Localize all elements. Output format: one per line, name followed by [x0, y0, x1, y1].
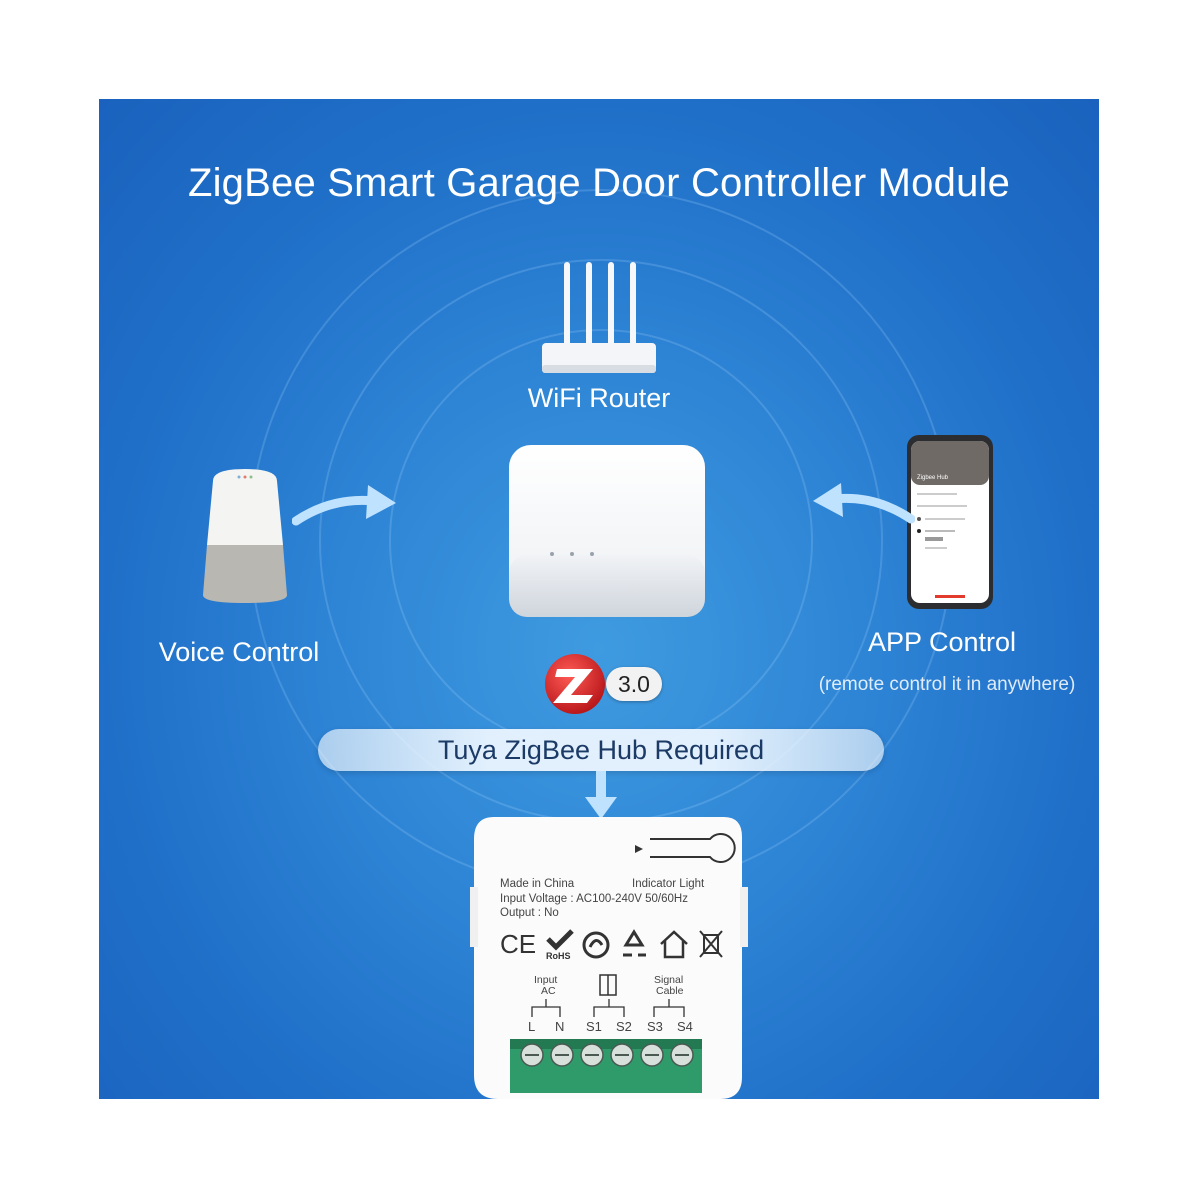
smart-speaker-icon — [203, 469, 287, 603]
signal-cable-label-2: Cable — [656, 985, 684, 997]
made-in-text: Made in China — [500, 878, 575, 890]
relay-symbol-icon — [599, 974, 617, 996]
terminal-label-s1: S1 — [586, 1019, 602, 1034]
home-icon — [660, 930, 688, 959]
arrow-right-icon — [292, 485, 396, 526]
hub-required-label: Tuya ZigBee Hub Required — [437, 735, 765, 765]
arrow-left-icon — [813, 483, 915, 524]
hub-required-banner: Tuya ZigBee Hub Required — [318, 729, 884, 771]
terminal-screws — [520, 1043, 694, 1067]
page-title: ZigBee Smart Garage Door Controller Modu… — [187, 161, 1011, 205]
zigbee-hub-image — [509, 445, 705, 617]
input-ac-label-2: AC — [541, 985, 556, 997]
banner-panel: ZigBee Smart Garage Door Controller Modu… — [99, 99, 1099, 1099]
green-dot-icon — [582, 931, 610, 959]
terminal-label-s2: S2 — [616, 1019, 632, 1034]
zigbee-logo-icon — [545, 654, 605, 714]
arrow-down-icon — [585, 771, 617, 819]
app-control-label: APP Control — [867, 627, 1017, 657]
smartphone-app-icon: Zigbee Hub — [907, 435, 993, 609]
module-body — [470, 817, 748, 1099]
recycle-icon — [623, 929, 646, 957]
terminal-label-s3: S3 — [647, 1019, 663, 1034]
rohs-mark: RoHS — [546, 951, 571, 961]
terminal-label-l: L — [528, 1019, 536, 1034]
output-text: Output : No — [500, 907, 559, 919]
ce-mark: CE — [500, 929, 537, 959]
wiring-brackets — [531, 999, 685, 1017]
app-control-sublabel: (remote control it in anywhere) — [818, 674, 1076, 695]
weee-bin-icon — [699, 930, 723, 958]
signal-cable-label-1: Signal — [654, 974, 684, 986]
rohs-check-icon — [546, 929, 574, 951]
voice-control-label: Voice Control — [158, 637, 320, 667]
wifi-router-label: WiFi Router — [527, 383, 671, 413]
svg-text:Zigbee Hub: Zigbee Hub — [917, 475, 949, 481]
zigbee-version-badge: 3.0 — [606, 667, 662, 701]
controller-module: Made in China Indicator Light Input Volt… — [470, 817, 748, 1099]
terminal-label-s4: S4 — [677, 1019, 693, 1034]
input-ac-label-1: Input — [534, 974, 558, 986]
terminal-label-n: N — [555, 1019, 565, 1034]
indicator-light-text: Indicator Light — [632, 878, 705, 890]
wifi-router-icon — [542, 262, 656, 373]
input-voltage-text: Input Voltage : AC100-240V 50/60Hz — [500, 893, 688, 905]
